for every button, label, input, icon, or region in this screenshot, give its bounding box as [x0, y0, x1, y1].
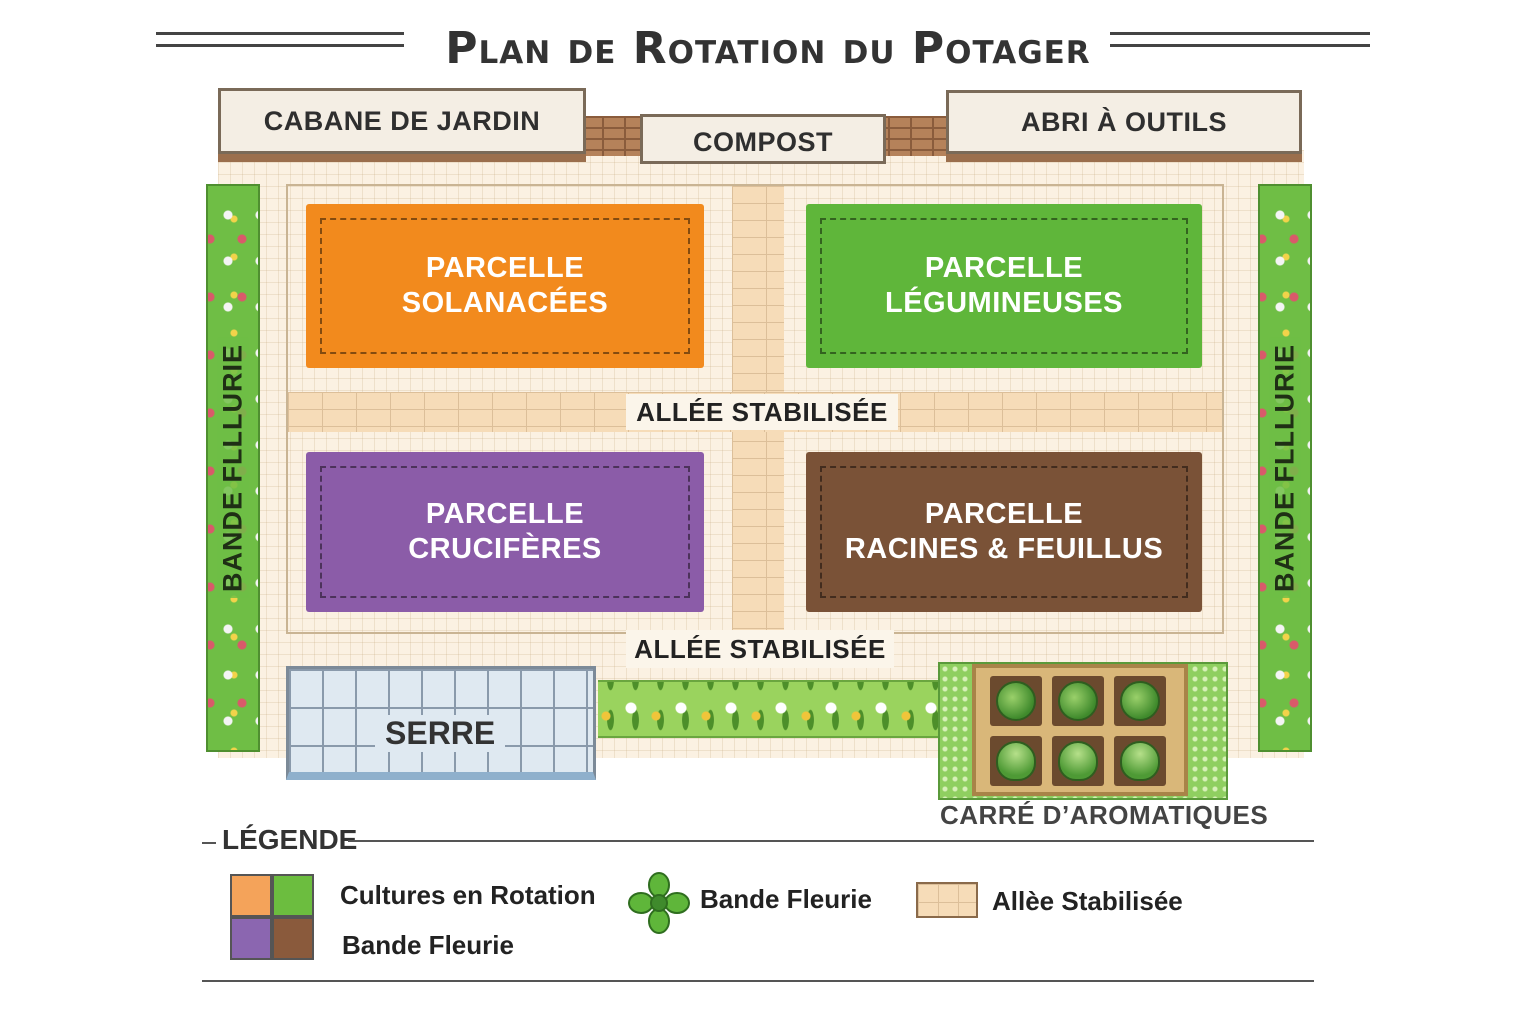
flower-band-right: BANDE FLLLURIE	[1258, 184, 1312, 752]
greenhouse: SERRE	[286, 666, 596, 780]
legend-allee-swatch	[916, 882, 978, 918]
legend-fleurie-under-label: Bande Fleurie	[342, 930, 514, 960]
building-abri-outils: ABRI À OUTILS	[946, 90, 1302, 154]
herb-plant-icon	[1120, 681, 1160, 721]
plot-solanacees-name: SOLANACÉES	[401, 287, 609, 319]
title-rule-left-bottom	[156, 44, 404, 47]
plot-border-dashed	[320, 466, 690, 598]
herb-plant-icon	[1058, 681, 1098, 721]
plot-cruciferes[interactable]: PARCELLE CRUCIFÈRES	[306, 452, 704, 612]
herb-leaf-icon	[996, 741, 1036, 781]
map-title: Plan de Rotation du Potager	[445, 22, 1091, 74]
herb-cell	[990, 736, 1042, 786]
plot-legumineuses-title: PARCELLE	[924, 252, 1084, 284]
herb-square-label: CARRÉ D’AROMATIQUES	[940, 800, 1269, 830]
allee-label-bottom: ALLÉE STABILISÉE	[626, 630, 894, 668]
legend-allee-label: Allèe Stabilisée	[992, 886, 1183, 916]
plot-border-dashed	[820, 218, 1188, 354]
herb-plant-icon	[996, 681, 1036, 721]
legend-rotation-swatch	[230, 874, 314, 960]
legend-rule-bottom	[202, 980, 1314, 982]
building-cabane: CABANE DE JARDIN	[218, 88, 586, 154]
herb-leaf-icon	[1058, 741, 1098, 781]
flower-band-left-label: BANDE FLLLURIE	[217, 338, 249, 598]
herb-leaf-icon	[1120, 741, 1160, 781]
plot-racines-name: RACINES & FEUILLUS	[844, 533, 1164, 565]
swatch-purple	[230, 917, 272, 960]
building-compost: COMPOST	[640, 114, 886, 164]
plot-racines-title: PARCELLE	[924, 498, 1084, 530]
title-rule-right-top	[1110, 32, 1370, 35]
herb-cell	[990, 676, 1042, 726]
legend-rule-lead	[202, 842, 216, 844]
herb-square	[972, 664, 1188, 796]
legend-fleurie-label: Bande Fleurie	[700, 884, 872, 914]
flower-band-left: BANDE FLLLURIE	[206, 184, 260, 752]
flower-band-right-label: BANDE FLLLURIE	[1269, 338, 1301, 598]
herb-cell	[1052, 736, 1104, 786]
swatch-brown	[272, 917, 314, 960]
plot-border-dashed	[320, 218, 690, 354]
title-rule-left-top	[156, 32, 404, 35]
legend-title: LÉGENDE	[222, 824, 358, 855]
herb-cell	[1114, 736, 1166, 786]
allee-label-middle: ALLÉE STABILISÉE	[626, 394, 898, 430]
plot-solanacees-title: PARCELLE	[425, 252, 585, 284]
swatch-green	[272, 874, 314, 917]
flower-icon	[628, 872, 690, 934]
herb-cell	[1052, 676, 1104, 726]
plot-border-dashed	[820, 466, 1188, 598]
greenhouse-label: SERRE	[375, 715, 506, 752]
plot-legumineuses[interactable]: PARCELLE LÉGUMINEUSES	[806, 204, 1202, 368]
swatch-orange	[230, 874, 272, 917]
herb-cell	[1114, 676, 1166, 726]
plot-cruciferes-name: CRUCIFÈRES	[408, 533, 602, 565]
legend-rule-top	[348, 840, 1314, 842]
flower-strip-bottom	[598, 680, 942, 738]
plot-solanacees[interactable]: PARCELLE SOLANACÉES	[306, 204, 704, 368]
legend-rotation-label: Cultures en Rotation	[340, 880, 596, 910]
plot-racines-feuillus[interactable]: PARCELLE RACINES & FEUILLUS	[806, 452, 1202, 612]
title-rule-right-bottom	[1110, 44, 1370, 47]
plot-legumineuses-name: LÉGUMINEUSES	[884, 287, 1124, 319]
plot-cruciferes-title: PARCELLE	[425, 498, 585, 530]
